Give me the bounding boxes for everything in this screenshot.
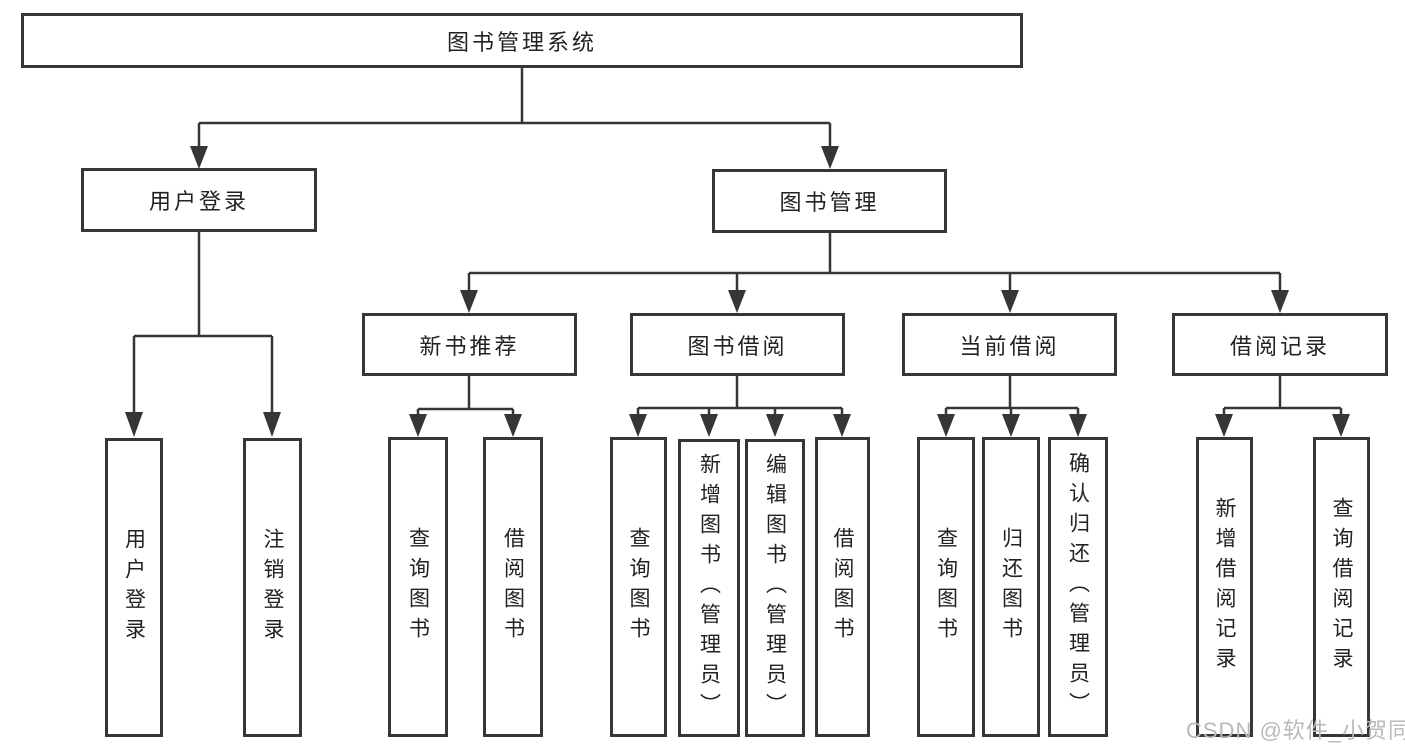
leaf-logout: 注销登录 [243, 438, 302, 737]
leaf-edit-books-admin-label: 编辑图书（管理员） [763, 453, 787, 723]
node-book-borrow-label: 图书借阅 [687, 333, 788, 359]
node-new-book-recommend: 新书推荐 [362, 313, 577, 376]
leaf-query-books-2-label: 查询图书 [627, 527, 651, 647]
node-borrow-records-label: 借阅记录 [1229, 333, 1330, 359]
leaf-user-login-label: 用户登录 [122, 527, 146, 648]
leaf-borrow-books-2: 借阅图书 [815, 437, 870, 737]
leaf-confirm-return-admin-label: 确认归还（管理员） [1066, 452, 1090, 722]
leaf-query-borrow-record-label: 查询借阅记录 [1330, 497, 1354, 677]
connector-arrowheads [125, 146, 1350, 437]
leaf-add-books-admin-label: 新增图书（管理员） [697, 453, 721, 723]
csdn-watermark: CSDN @软件_小贺同学 [1186, 718, 1405, 743]
node-user-login: 用户登录 [81, 168, 317, 232]
leaf-borrow-books-2-label: 借阅图书 [831, 527, 855, 647]
leaf-return-books: 归还图书 [982, 437, 1040, 737]
node-library-system: 图书管理系统 [21, 13, 1023, 68]
leaf-user-login: 用户登录 [105, 438, 163, 737]
leaf-query-books-1-label: 查询图书 [406, 527, 430, 647]
leaf-confirm-return-admin: 确认归还（管理员） [1048, 437, 1108, 737]
node-library-system-label: 图书管理系统 [446, 29, 597, 55]
node-current-borrow: 当前借阅 [902, 313, 1117, 376]
leaf-edit-books-admin: 编辑图书（管理员） [745, 439, 805, 737]
leaf-query-books-3-label: 查询图书 [934, 527, 958, 647]
leaf-add-books-admin: 新增图书（管理员） [678, 439, 740, 737]
leaf-query-books-2: 查询图书 [610, 437, 667, 737]
node-current-borrow-label: 当前借阅 [959, 333, 1060, 359]
leaf-borrow-books-1-label: 借阅图书 [501, 527, 525, 647]
leaf-add-borrow-record-label: 新增借阅记录 [1213, 497, 1237, 677]
leaf-query-books-3: 查询图书 [917, 437, 975, 737]
leaf-logout-label: 注销登录 [261, 527, 285, 648]
node-book-management-label: 图书管理 [779, 190, 880, 215]
leaf-query-books-1: 查询图书 [388, 437, 448, 737]
leaf-query-borrow-record: 查询借阅记录 [1313, 437, 1370, 737]
node-user-login-label: 用户登录 [148, 189, 249, 214]
leaf-borrow-books-1: 借阅图书 [483, 437, 543, 737]
node-borrow-records: 借阅记录 [1172, 313, 1388, 376]
node-book-management: 图书管理 [712, 169, 947, 233]
leaf-return-books-label: 归还图书 [999, 527, 1023, 647]
node-new-book-recommend-label: 新书推荐 [419, 333, 520, 359]
node-book-borrow: 图书借阅 [630, 313, 845, 376]
leaf-add-borrow-record: 新增借阅记录 [1196, 437, 1253, 737]
